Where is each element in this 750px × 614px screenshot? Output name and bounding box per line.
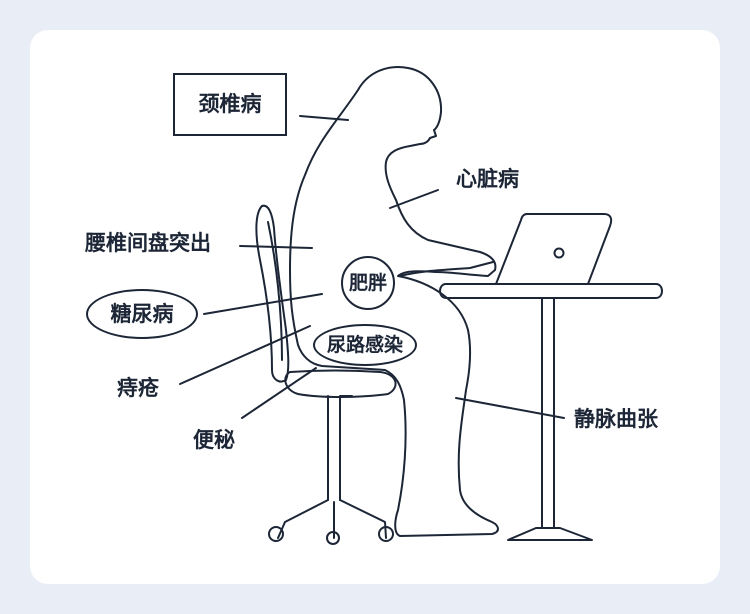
- wheel-right: [378, 526, 394, 542]
- leader-heart: [389, 189, 439, 209]
- laptop-camera: [553, 247, 565, 259]
- laptop-screen: [495, 213, 613, 285]
- label-diabetes: 糖尿病: [86, 289, 198, 339]
- leader-diabetes: [203, 293, 323, 315]
- chair-seat: [284, 369, 397, 398]
- chair-back-edge: [267, 221, 283, 361]
- label-constipation: 便秘: [193, 428, 235, 452]
- wheel-left: [268, 526, 284, 542]
- label-lumbar-disc-herniation: 腰椎间盘突出: [85, 231, 211, 255]
- leader-hemorrhoids: [179, 325, 311, 385]
- arm-line: [399, 261, 494, 277]
- leader-varicose: [455, 397, 565, 419]
- wheel-front: [326, 531, 340, 545]
- label-cervical-text: 颈椎病: [198, 92, 262, 116]
- table-leg: [541, 297, 555, 529]
- label-obesity: 肥胖: [341, 256, 395, 310]
- leader-cervical: [299, 115, 349, 121]
- chair-post: [327, 395, 353, 501]
- person-outline: [289, 66, 499, 537]
- chair-back: [255, 204, 290, 383]
- label-obesity-text: 肥胖: [348, 271, 387, 294]
- leader-constipation: [241, 367, 317, 419]
- table-top: [439, 283, 663, 299]
- table-foot: [507, 527, 593, 541]
- label-heart-disease: 心脏病: [456, 167, 519, 191]
- label-varicose-veins: 静脉曲张: [574, 407, 658, 431]
- leader-lumbar: [239, 245, 313, 249]
- label-urinary-infection-text: 尿路感染: [326, 333, 403, 356]
- label-hemorrhoids: 痔疮: [117, 376, 159, 400]
- label-cervical-spondylosis: 颈椎病: [173, 73, 287, 136]
- label-diabetes-text: 糖尿病: [110, 301, 174, 326]
- label-urinary-infection: 尿路感染: [313, 324, 417, 366]
